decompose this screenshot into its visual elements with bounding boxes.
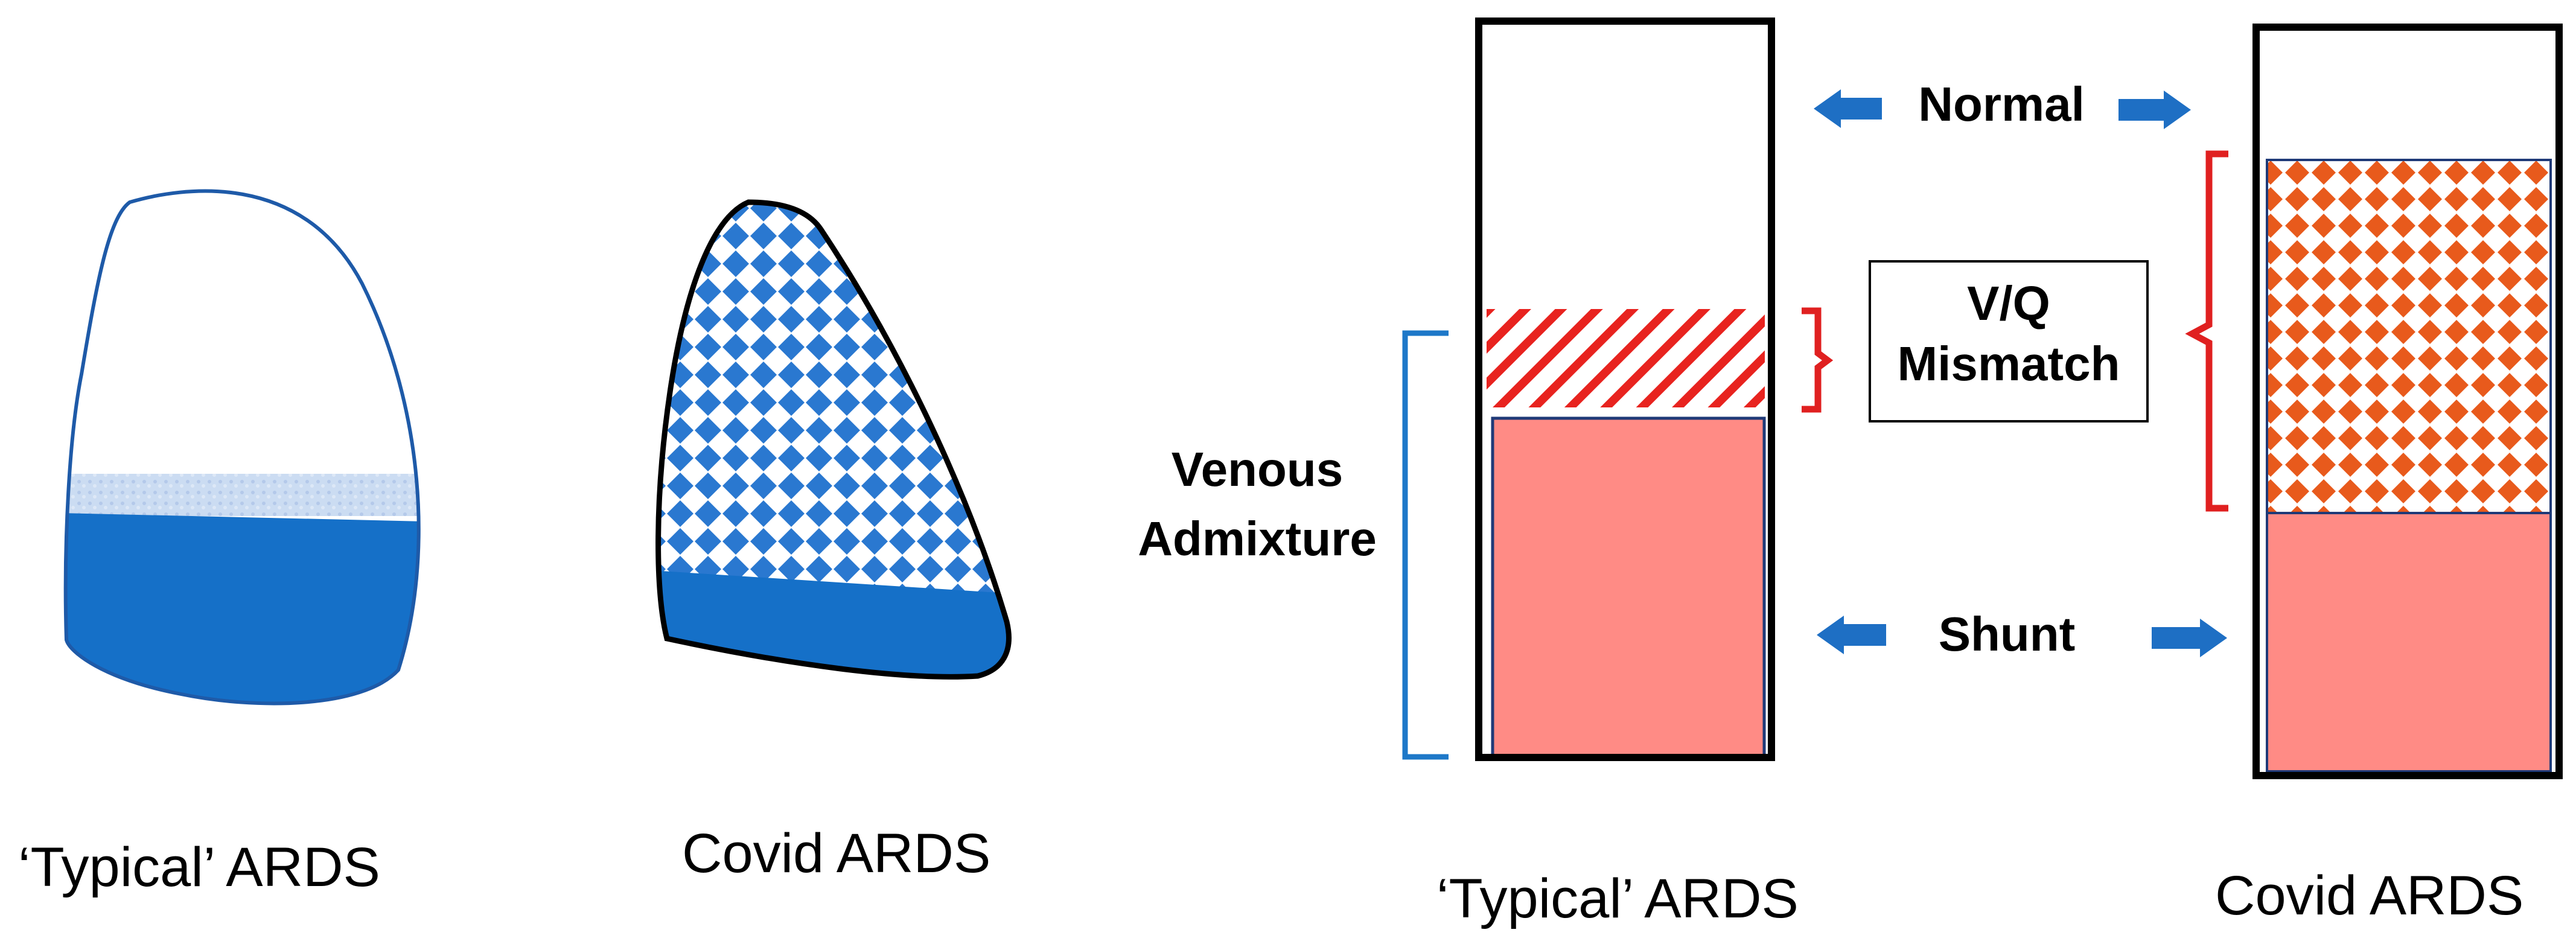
venous-admixture-label-line2: Admixture (1138, 512, 1377, 566)
lung-consolidated-region (65, 513, 419, 704)
typical-ards-column-caption: ‘Typical’ ARDS (1436, 868, 1799, 929)
shunt-label: Shunt (1939, 607, 2076, 661)
venous-admixture-label-line1: Venous (1172, 442, 1344, 496)
vq-right-red-bracket (2185, 150, 2228, 512)
typical-ards-lung (63, 189, 421, 706)
shunt-segment (1491, 416, 1766, 758)
vq-mismatch-box (1869, 260, 2149, 422)
covid-ards-lung-caption: Covid ARDS (682, 823, 990, 884)
normal-right-arrow-icon (2119, 91, 2191, 129)
vq-mismatch-label-line1: V/Q (1967, 276, 2050, 330)
lung-outline (655, 199, 1012, 680)
vq-mismatch-segment (2266, 159, 2552, 514)
shunt-left-arrow-icon (1817, 616, 1886, 654)
column-frame (2252, 24, 2563, 779)
normal-left-arrow-icon (1814, 89, 1882, 128)
shunt-segment (2266, 512, 2552, 773)
lung-outline (63, 189, 421, 706)
venous-admixture-blue-bracket (1402, 330, 1449, 760)
covid-ards-column-caption: Covid ARDS (2215, 865, 2523, 926)
lung-consolidation-band (65, 474, 419, 516)
vq-mismatch-segment (1487, 309, 1765, 407)
covid-ards-lung (655, 199, 1012, 680)
vq-mismatch-label-line2: Mismatch (1898, 337, 2120, 391)
shunt-right-arrow-icon (2152, 619, 2227, 657)
typical-ards-lung-caption: ‘Typical’ ARDS (18, 837, 380, 898)
normal-label: Normal (1918, 77, 2085, 131)
column-frame (1475, 18, 1775, 761)
covid-ards-column (2252, 24, 2563, 779)
typical-ards-column (1475, 18, 1775, 761)
vq-left-red-bracket (1802, 307, 1834, 413)
